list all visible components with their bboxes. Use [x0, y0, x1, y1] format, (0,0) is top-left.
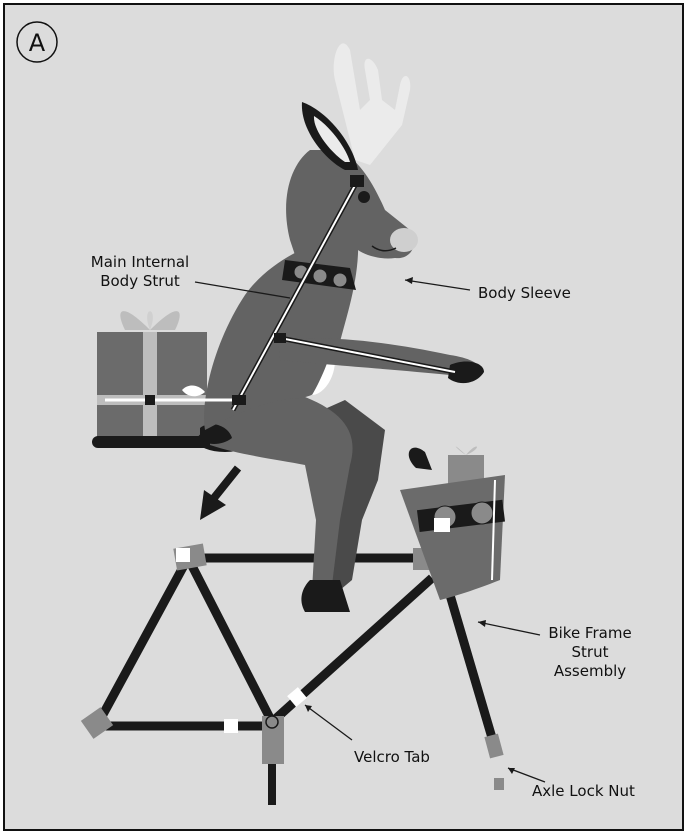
velcro-tab-top [176, 548, 190, 562]
label-body-sleeve: Body Sleeve [478, 284, 571, 302]
label-axle-lock-nut: Axle Lock Nut [532, 782, 635, 800]
label-bike-frame-line3: Assembly [554, 662, 626, 680]
label-bike-frame-line2: Strut [572, 643, 609, 661]
label-main-strut-line1: Main Internal [91, 253, 189, 271]
label-velcro-tab: Velcro Tab [354, 748, 430, 766]
reindeer-eye [358, 191, 370, 203]
label-bike-frame-line1: Bike Frame [548, 624, 631, 642]
velcro-tab-bottom [224, 719, 238, 733]
panel-letter: A [29, 29, 46, 57]
label-main-strut-line2: Body Strut [100, 272, 180, 290]
